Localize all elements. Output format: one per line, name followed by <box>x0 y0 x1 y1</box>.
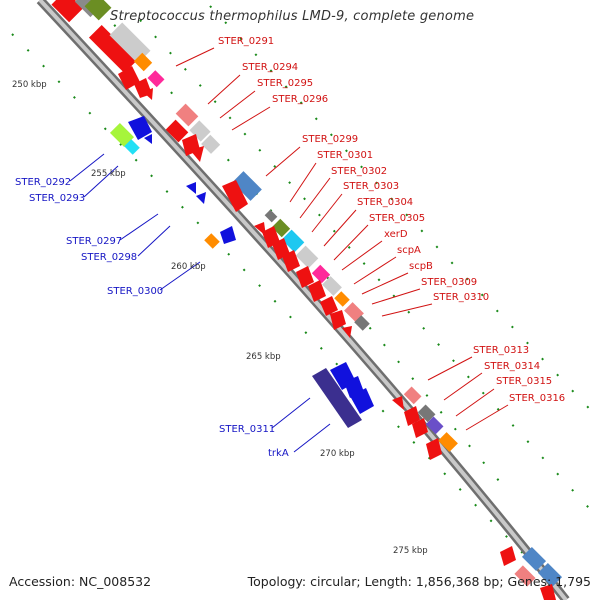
gene-label-ster-0302[interactable]: STER_0302 <box>331 166 387 177</box>
accession-text: Accession: NC_008532 <box>9 574 152 589</box>
gene-label-ster-0298[interactable]: STER_0298 <box>81 252 137 263</box>
genome-backbone <box>36 0 570 603</box>
gene-label-ster-0295[interactable]: STER_0295 <box>257 78 313 89</box>
topology-text: Topology: circular; Length: 1,856,368 bp… <box>247 574 591 589</box>
gene-label-ster-0297[interactable]: STER_0297 <box>66 236 122 247</box>
kbp-label: 275 kbp <box>393 546 428 556</box>
gene-label-ster-0303[interactable]: STER_0303 <box>343 181 399 192</box>
gene-label-ster-0293[interactable]: STER_0293 <box>29 193 85 204</box>
feature-group-0311[interactable] <box>312 362 374 428</box>
feature-group-bottom[interactable] <box>500 546 563 600</box>
gene-label-ster-0294[interactable]: STER_0294 <box>242 62 298 73</box>
gene-label-ster-0316[interactable]: STER_0316 <box>509 393 565 404</box>
gene-label-trka[interactable]: trkA <box>268 448 289 459</box>
gene-label-ster-0314[interactable]: STER_0314 <box>484 361 540 372</box>
gene-label-ster-0301[interactable]: STER_0301 <box>317 150 373 161</box>
gene-label-ster-0300[interactable]: STER_0300 <box>107 286 163 297</box>
leader-lines-forward <box>175 47 509 431</box>
forward-gene-labels: STER_0291 STER_0294 STER_0295 STER_0296 … <box>218 36 565 404</box>
gene-label-ster-0299[interactable]: STER_0299 <box>302 134 358 145</box>
map-title: Streptococcus thermophilus LMD-9, comple… <box>110 9 475 24</box>
gene-label-scpb[interactable]: scpB <box>409 261 433 272</box>
kbp-label: 265 kbp <box>246 352 281 362</box>
gene-label-ster-0310[interactable]: STER_0310 <box>433 292 489 303</box>
gene-label-xerd[interactable]: xerD <box>384 229 408 240</box>
gene-label-ster-0309[interactable]: STER_0309 <box>421 277 477 288</box>
feature-group-0299[interactable] <box>222 171 370 338</box>
feature-group-0313[interactable] <box>392 386 458 460</box>
feature-group-top[interactable] <box>51 0 165 100</box>
gene-label-ster-0292[interactable]: STER_0292 <box>15 177 71 188</box>
feature-group-0292[interactable] <box>109 116 236 249</box>
leader-lines-reverse <box>69 153 331 453</box>
kbp-label: 260 kbp <box>171 262 206 272</box>
gene-label-ster-0315[interactable]: STER_0315 <box>496 376 552 387</box>
feature-group-0294[interactable] <box>165 103 221 162</box>
kbp-label: 250 kbp <box>12 80 47 90</box>
kbp-label: 255 kbp <box>91 169 126 179</box>
gene-label-scpa[interactable]: scpA <box>397 245 421 256</box>
gene-label-ster-0311[interactable]: STER_0311 <box>219 424 275 435</box>
gene-label-ster-0304[interactable]: STER_0304 <box>357 197 413 208</box>
gene-label-ster-0313[interactable]: STER_0313 <box>473 345 529 356</box>
reverse-gene-labels: STER_0292 STER_0293 STER_0297 STER_0298 … <box>15 177 289 459</box>
gene-label-ster-0291[interactable]: STER_0291 <box>218 36 274 47</box>
gene-label-ster-0305[interactable]: STER_0305 <box>369 213 425 224</box>
kbp-label: 270 kbp <box>320 449 355 459</box>
kbp-axis-labels: 250 kbp 255 kbp 260 kbp 265 kbp 270 kbp … <box>12 80 428 556</box>
gene-label-ster-0296[interactable]: STER_0296 <box>272 94 328 105</box>
